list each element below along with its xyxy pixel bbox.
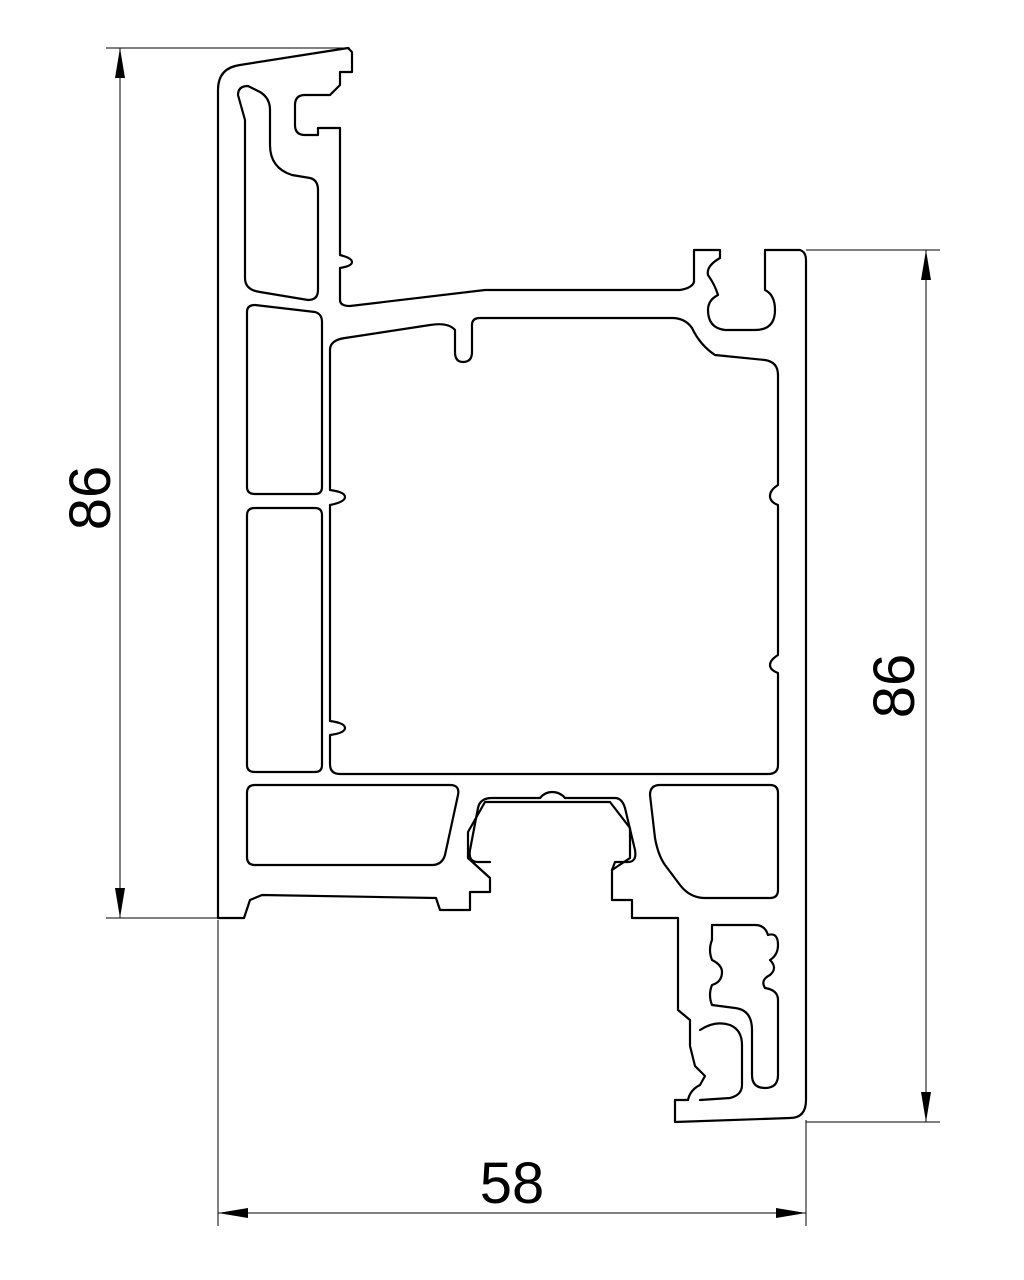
profile-cross-section [216, 46, 808, 1124]
bottom-left-chamber [245, 783, 460, 867]
profile-outer-contour [216, 46, 808, 1124]
left-height-label: 86 [58, 466, 123, 531]
left-arrow-top [115, 48, 125, 78]
lower-hook-slot [698, 1022, 744, 1102]
upper-left-slot [236, 84, 320, 302]
bottom-center-groove [468, 790, 637, 872]
bottom-width-label: 58 [480, 1151, 545, 1216]
right-height-label: 86 [862, 654, 927, 719]
bottom-arrow-left [218, 1208, 248, 1218]
bottom-right-chamber [648, 783, 780, 900]
gasket-channel [708, 923, 780, 1090]
dimension-lines [106, 47, 940, 1226]
bottom-arrow-right [776, 1208, 806, 1218]
left-chamber-2 [245, 506, 324, 774]
left-arrow-bottom [115, 888, 125, 918]
right-arrow-top [921, 250, 931, 280]
right-arrow-bottom [921, 1092, 931, 1122]
main-chamber [328, 316, 780, 776]
left-chamber-1 [245, 303, 324, 496]
